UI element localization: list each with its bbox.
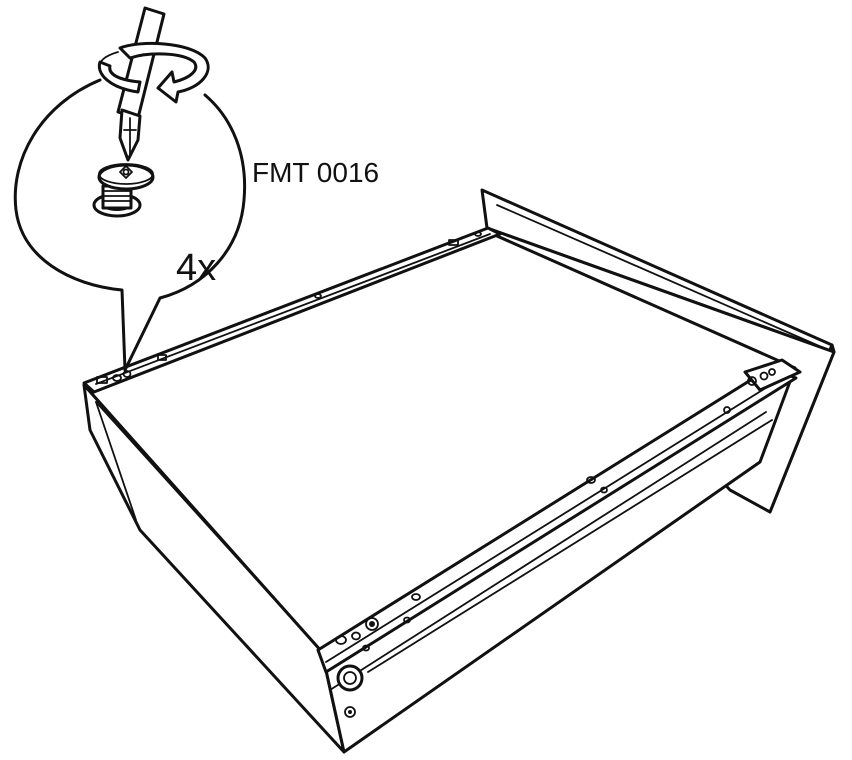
quantity-label: 4x	[176, 247, 216, 289]
part-code-label: FMT 0016	[252, 157, 379, 188]
rotation-arrow-icon	[97, 41, 210, 104]
screw-callout	[13, 78, 247, 372]
drawer-runner-near	[316, 358, 802, 718]
drawer-runner-far	[82, 226, 502, 394]
screw-icon	[92, 163, 155, 218]
